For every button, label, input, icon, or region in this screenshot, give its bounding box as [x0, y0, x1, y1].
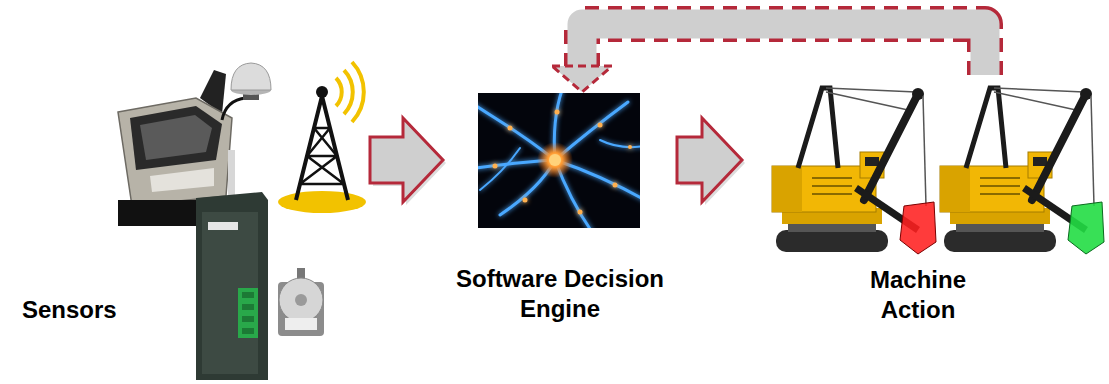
mining-shovel-part — [865, 157, 879, 166]
plc-module-part — [208, 222, 238, 230]
feedback-arrow-head — [552, 66, 612, 92]
neuron-image-part-part-part — [555, 110, 560, 115]
neuron-image-part-part-part — [600, 140, 640, 147]
feedback-arrow-outline — [582, 24, 985, 75]
rotary-encoder-part — [285, 318, 317, 330]
machine-group: Machine Action — [742, 75, 1094, 325]
neuron-image-part-part-part — [508, 126, 513, 131]
mining-shovel-part — [864, 94, 918, 200]
neuron-image — [468, 90, 645, 232]
feedback-arrow-body — [582, 24, 985, 75]
laser-scanner-part — [150, 168, 214, 192]
neuron-image-part-part — [493, 110, 633, 215]
mining-shovel-part — [944, 230, 1056, 252]
laser-scanner-part — [130, 106, 222, 170]
mining-shovel-part — [798, 88, 838, 168]
gps-antenna — [222, 63, 271, 120]
mining-shovel — [940, 88, 1104, 254]
neuron-image-part-part — [478, 93, 640, 228]
decision-engine: Software Decision Engine — [443, 92, 677, 324]
neuron-image-part-part-part — [613, 183, 618, 188]
neuron-image-part — [478, 93, 640, 228]
mining-shovel-part — [772, 166, 802, 212]
plc-module-part — [242, 304, 254, 310]
gps-antenna-part — [222, 98, 246, 120]
mining-shovel-part — [1068, 202, 1104, 254]
feedback-arrow — [552, 24, 985, 92]
radio-tower-icon-part — [278, 191, 366, 213]
neuron-image-part-part-part — [480, 148, 520, 190]
mining-shovel-part — [812, 178, 852, 194]
rotary-encoder — [278, 268, 324, 336]
node-label: Software Decision Engine — [445, 264, 675, 324]
neuron-image-part-part-part — [628, 145, 632, 149]
plc-module-part — [242, 328, 254, 334]
neuron-image-part-part-part — [493, 164, 498, 169]
mining-shovel-part — [980, 178, 1020, 194]
radio-tower-icon-part — [352, 62, 364, 122]
mining-shovel-part — [940, 166, 970, 212]
plc-module — [196, 192, 268, 380]
mining-shovel-part — [1033, 157, 1047, 166]
plc-module-part — [196, 192, 268, 380]
mining-shovel-part — [966, 88, 1006, 168]
radio-tower-icon-part — [336, 78, 342, 106]
block-arrow — [677, 118, 745, 205]
radio-tower-icon-part — [316, 86, 328, 98]
laser-scanner-part — [118, 98, 232, 206]
mining-shovel-part — [1032, 94, 1086, 200]
mining-shovel-part — [923, 96, 926, 206]
neuron-image-part-part — [537, 142, 573, 178]
mining-shovel-part — [826, 88, 916, 110]
laser-scanner-part — [140, 115, 212, 160]
neuron-image-part-part-part — [598, 123, 603, 128]
plc-module-part — [238, 288, 258, 338]
mining-shovel-part — [776, 230, 888, 252]
node-label: Machine Action — [833, 265, 1003, 325]
neuron-image-part-part — [549, 154, 561, 166]
plc-module-part — [242, 292, 254, 298]
neuron-image-part — [478, 93, 640, 228]
rotary-encoder-part — [279, 278, 323, 322]
block-arrow — [370, 118, 446, 205]
radio-tower-icon-part — [296, 96, 348, 200]
radio-tower-icon-part — [300, 128, 344, 184]
block-arrow-body — [370, 118, 443, 202]
plc-module-part — [202, 212, 258, 374]
radio-tower-icon — [278, 62, 366, 213]
mining-shovel-part — [994, 88, 1084, 110]
block-arrow-body — [677, 118, 742, 202]
node-label: Sensors — [22, 295, 117, 325]
mining-shovel-part — [1080, 88, 1092, 100]
mining-shovel-part — [1091, 96, 1094, 206]
gps-antenna-part — [231, 63, 271, 90]
mining-shovel-part — [900, 202, 936, 254]
rotary-encoder-part — [295, 294, 307, 306]
sensor-group: Sensors — [12, 45, 370, 375]
neuron-image-part-part-part — [523, 198, 528, 203]
mining-shovel — [772, 88, 936, 254]
neuron-image-part-part-part — [578, 210, 583, 215]
radio-tower-icon-part — [344, 70, 353, 114]
mining-shovel-part — [912, 88, 924, 100]
plc-module-part — [242, 316, 254, 322]
